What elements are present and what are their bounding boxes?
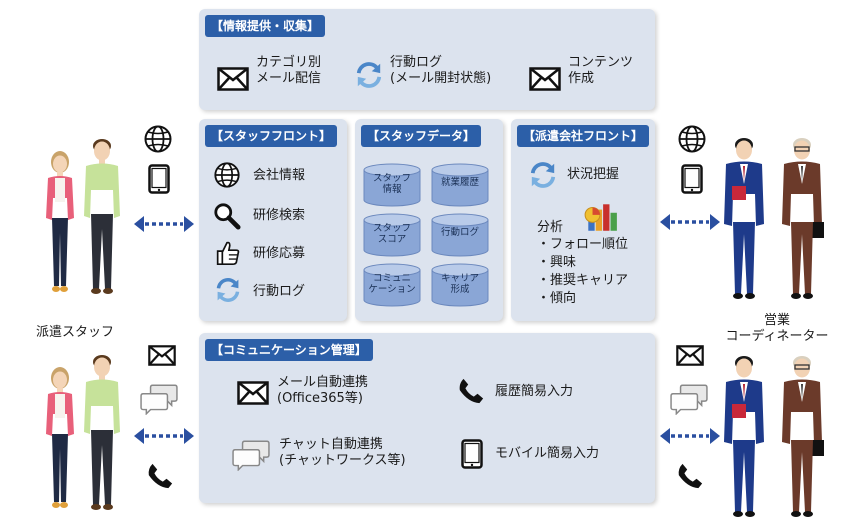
comm-panel: 【コミュニケーション管理】 メール自動連携 (Office365等) 履歴簡易入… — [199, 333, 655, 503]
staff-front-item-4: 行動ログ — [253, 284, 306, 299]
db-cylinder: 行動ログ — [431, 213, 489, 257]
agency-analysis-item-2: ・興味 — [537, 255, 577, 270]
mail-icon — [676, 345, 704, 366]
comm-item-1: メール自動連携 (Office365等) — [277, 375, 368, 407]
comm-item-3-line2: (チャットワークス等) — [279, 453, 406, 468]
db-label: ケーション — [368, 284, 416, 295]
db-cylinder: スタッフスコア — [363, 213, 421, 257]
refresh-icon — [355, 61, 383, 89]
db-label: 就業履歴 — [440, 177, 479, 188]
agency-analysis-item-4: ・傾向 — [537, 291, 577, 306]
staff-front-item-3: 研修応募 — [253, 246, 306, 261]
agency-comm-arrow — [660, 426, 720, 446]
chat-icon — [140, 383, 178, 415]
db-label: スタッフ — [372, 223, 411, 234]
magnifier-icon — [213, 202, 241, 230]
info-item-1-line2: メール配信 — [256, 71, 322, 86]
db-cylinder: スタッフ情報 — [363, 163, 421, 207]
info-item-3-line2: 作成 — [568, 71, 595, 86]
staff-comm-arrow — [134, 426, 194, 446]
info-panel: 【情報提供・収集】 カテゴリ別 メール配信 行動ログ (メール開封状態) コンテ… — [199, 9, 655, 110]
mail-icon — [217, 67, 249, 91]
comm-item-2: 履歴簡易入力 — [495, 384, 574, 399]
db-label: スコア — [377, 234, 407, 245]
staff-data-title: 【スタッフデータ】 — [361, 125, 482, 147]
coordinator-brown-figure — [778, 134, 826, 304]
tablet-icon — [148, 164, 170, 194]
db-label: 行動ログ — [440, 227, 479, 238]
comm-item-3-line1: チャット自動連携 — [279, 437, 383, 452]
sales-label: 営業 コーディネーター — [722, 313, 832, 345]
comm-item-1-line2: (Office365等) — [277, 391, 363, 406]
info-item-1: カテゴリ別 メール配信 — [256, 55, 321, 87]
info-item-3-line1: コンテンツ — [568, 55, 634, 70]
mail-icon — [148, 345, 176, 366]
phone-icon — [676, 462, 704, 490]
chart-icon — [583, 201, 619, 233]
comm-panel-title: 【コミュニケーション管理】 — [205, 339, 373, 361]
staff-front-item-2: 研修検索 — [253, 208, 306, 223]
refresh-icon — [215, 277, 241, 303]
staff-data-panel: 【スタッフデータ】 スタッフ情報 就業履歴 スタッフスコア 行動ログ コミュニケ… — [355, 119, 503, 321]
staff-woman-figure — [40, 364, 80, 514]
info-item-1-line1: カテゴリ別 — [256, 55, 322, 70]
coordinator-blue-figure — [720, 352, 768, 522]
db-label: 形成 — [450, 284, 470, 295]
comm-item-3: チャット自動連携 (チャットワークス等) — [279, 437, 406, 469]
agency-analysis-item-3: ・推奨キャリア — [537, 273, 629, 288]
db-cylinder: キャリア形成 — [431, 263, 489, 307]
db-label: スタッフ — [372, 173, 411, 184]
sales-label-line2: コーディネーター — [725, 329, 829, 344]
staff-front-title: 【スタッフフロント】 — [205, 125, 338, 147]
agency-analysis-item-1: ・フォロー順位 — [537, 237, 629, 252]
staff-label: 派遣スタッフ — [36, 325, 115, 340]
agency-front-panel: 【派遣会社フロント】 状況把握 分析 ・フォロー順位 ・興味 ・推奨キャリア ・… — [511, 119, 655, 321]
refresh-icon — [529, 161, 557, 189]
db-label: 情報 — [382, 184, 402, 195]
mail-icon — [237, 381, 269, 405]
staff-man-figure — [80, 350, 124, 515]
thumbs-up-icon — [213, 239, 241, 267]
staff-woman-figure — [40, 148, 80, 298]
info-item-3: コンテンツ 作成 — [568, 55, 633, 87]
chat-icon — [670, 383, 708, 415]
agency-analysis-title: 分析 — [537, 220, 564, 235]
agency-front-arrow — [660, 212, 720, 232]
coordinator-blue-figure — [720, 134, 768, 304]
info-panel-title: 【情報提供・収集】 — [205, 15, 326, 37]
mail-icon — [529, 67, 561, 91]
info-item-2-line1: 行動ログ — [390, 55, 443, 70]
phone-icon — [146, 462, 174, 490]
db-cylinder: コミュニケーション — [363, 263, 421, 307]
tablet-icon — [681, 164, 703, 194]
agency-front-title: 【派遣会社フロント】 — [517, 125, 650, 147]
globe-icon — [143, 124, 173, 154]
staff-man-figure — [80, 134, 124, 299]
info-item-2-line2: (メール開封状態) — [390, 71, 492, 86]
globe-icon — [677, 124, 707, 154]
chat-icon — [232, 439, 270, 471]
agency-status: 状況把握 — [567, 167, 620, 182]
db-label: キャリア — [440, 273, 479, 284]
comm-item-1-line1: メール自動連携 — [277, 375, 369, 390]
phone-icon — [457, 377, 485, 405]
tablet-icon — [461, 439, 483, 469]
comm-item-4: モバイル簡易入力 — [495, 446, 600, 461]
sales-label-line1: 営業 — [763, 313, 790, 328]
globe-icon — [213, 161, 241, 189]
staff-front-panel: 【スタッフフロント】 会社情報 研修検索 研修応募 行動ログ — [199, 119, 347, 321]
info-item-2: 行動ログ (メール開封状態) — [390, 55, 491, 87]
coordinator-brown-figure — [778, 352, 826, 522]
staff-front-arrow — [134, 214, 194, 234]
db-label: コミュニ — [372, 273, 411, 284]
db-cylinder: 就業履歴 — [431, 163, 489, 207]
staff-front-item-1: 会社情報 — [253, 168, 306, 183]
